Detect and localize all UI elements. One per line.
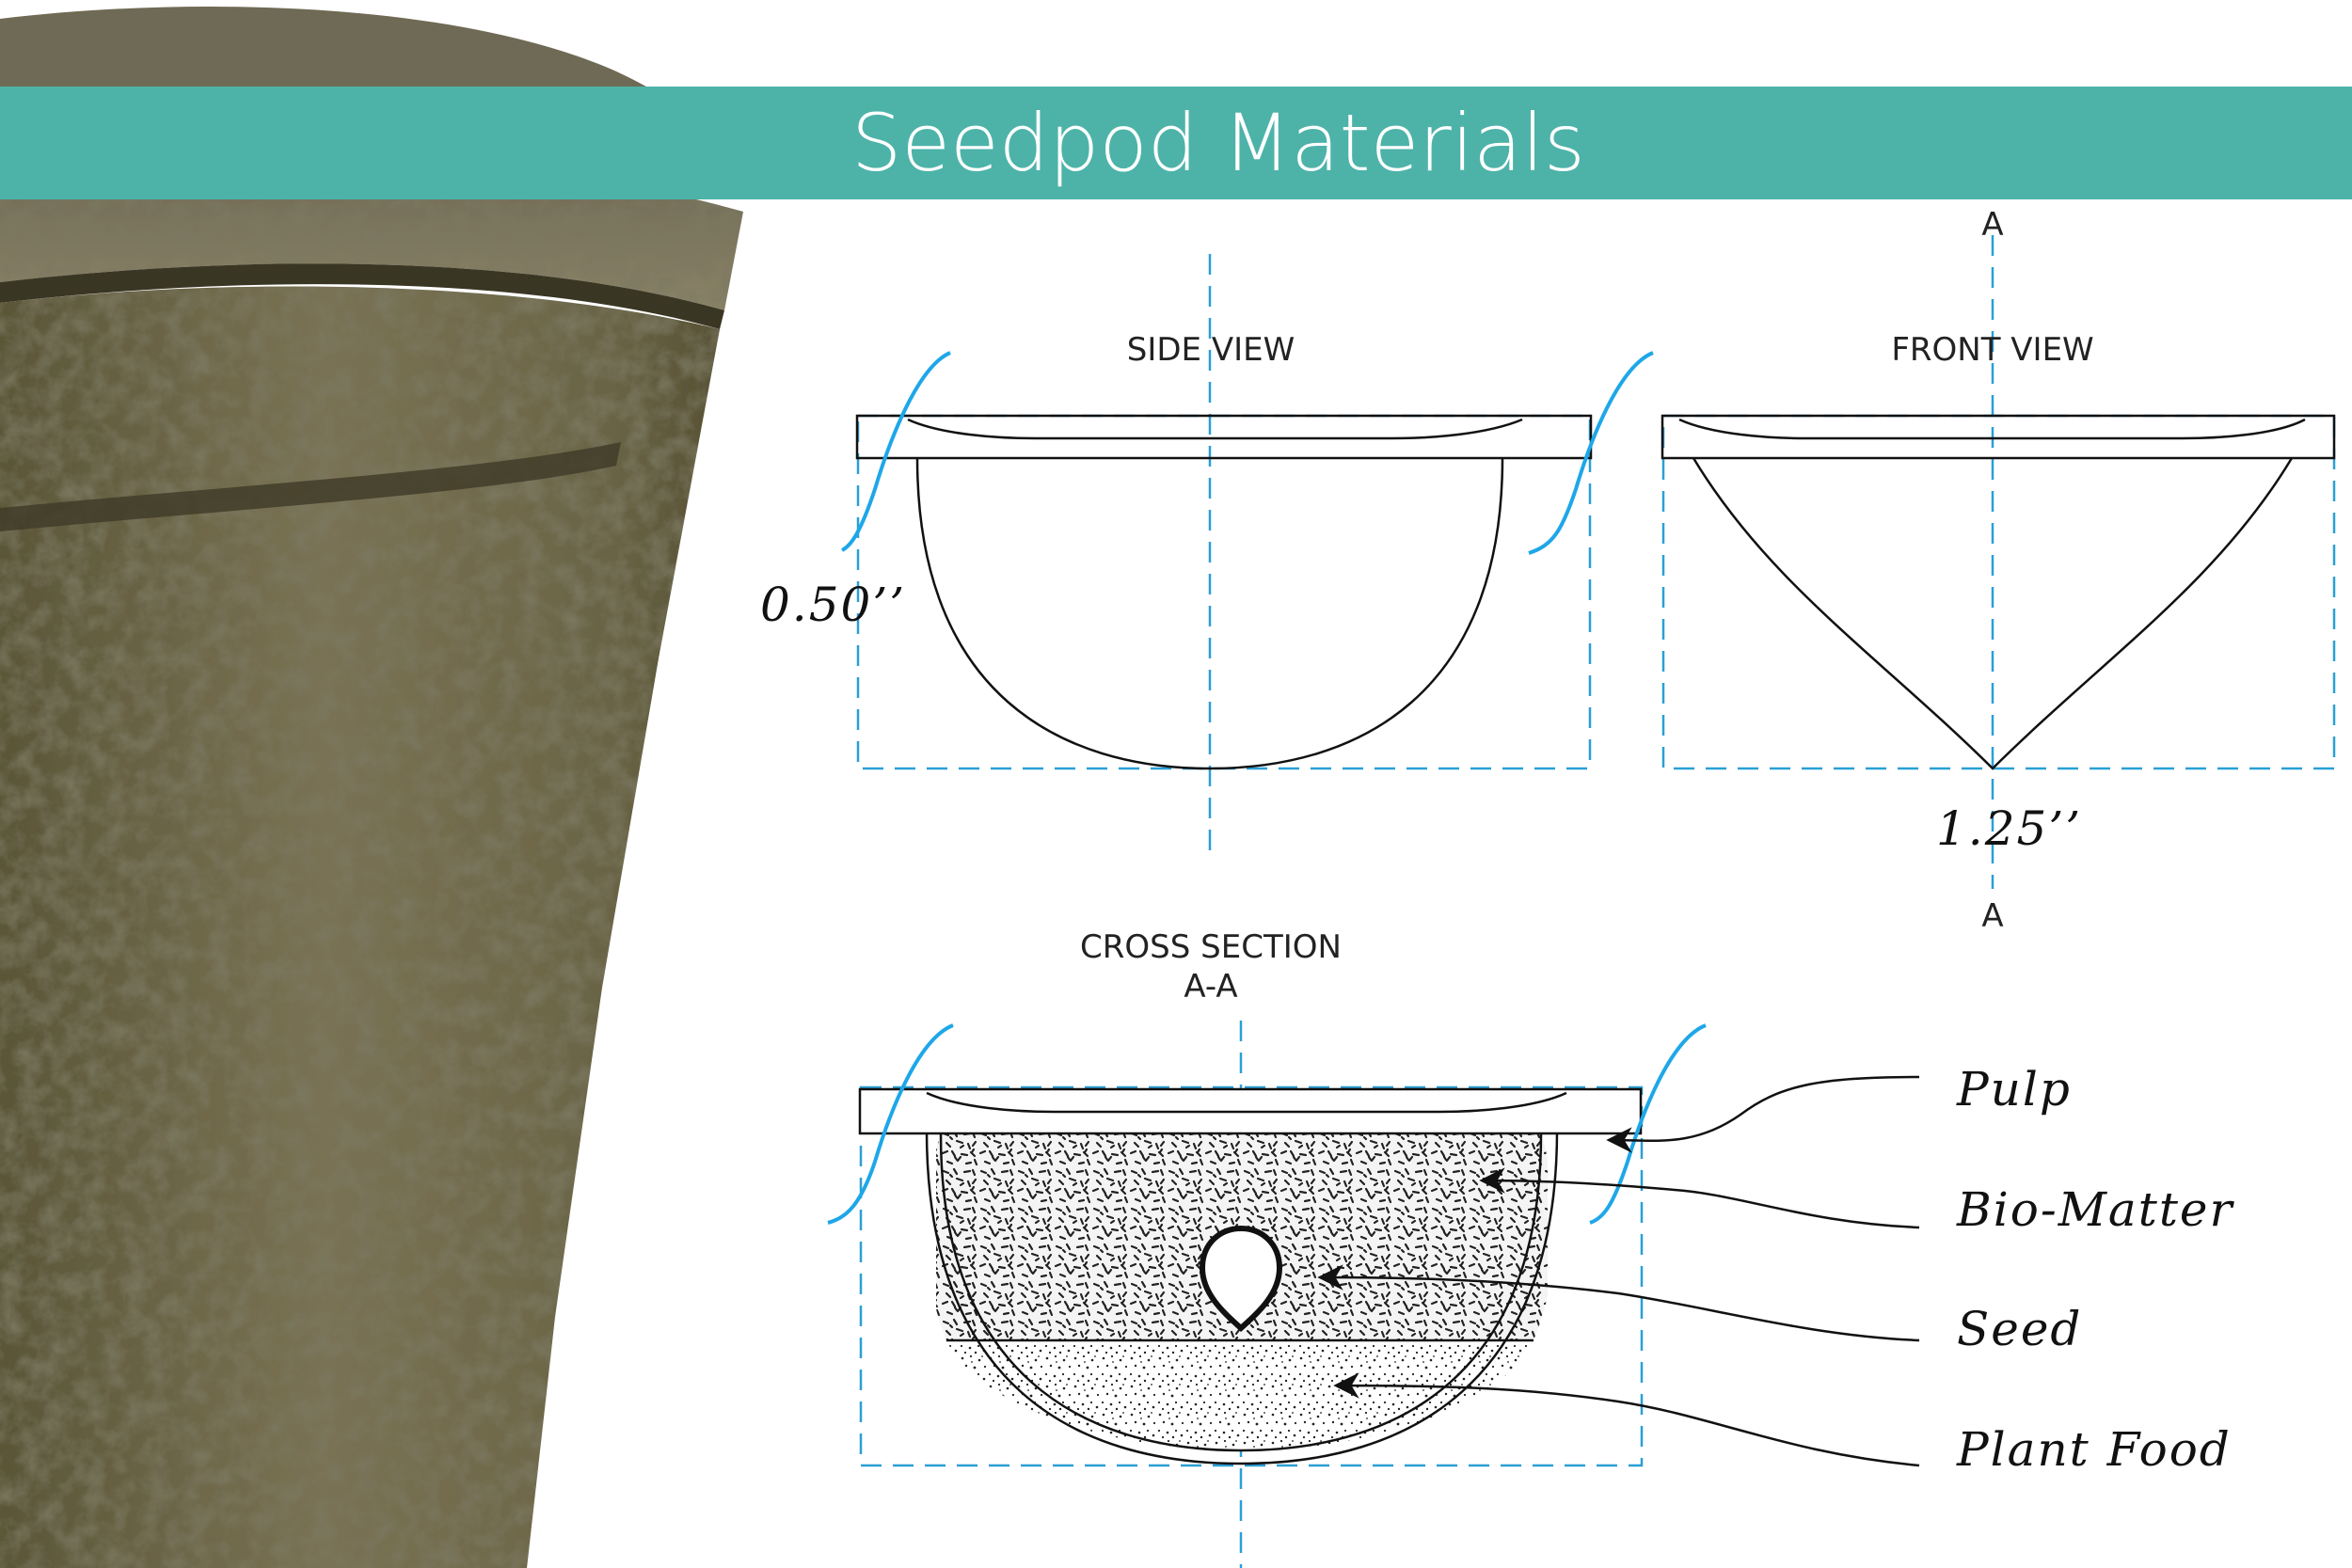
pot-rim-groove (0, 263, 724, 329)
title-banner (0, 87, 2352, 199)
front-view-pod-body (1692, 457, 2294, 770)
cross-section-inner-wall (939, 1133, 1543, 1452)
material-label-plant-food: Plant Food (1956, 1422, 2232, 1477)
depth-dimension: 0.50’’ (760, 578, 906, 632)
pot-ridge (0, 442, 621, 531)
side-view-bounding-box (856, 414, 1592, 770)
front-view-lid-recess (1678, 418, 2306, 440)
side-view-label: SIDE VIEW (1127, 331, 1295, 369)
plant-food-layer (946, 1340, 1534, 1450)
width-dimension: 1.25’’ (1936, 801, 2082, 856)
pot-body (0, 286, 720, 1568)
material-label-pulp: Pulp (1956, 1062, 2072, 1117)
side-view-lid-recess (907, 418, 1523, 440)
bio-matter-leader (1479, 1167, 1920, 1229)
side-view: SIDE VIEW 0.50’’ (760, 254, 1654, 851)
material-label-bio-matter: Bio-Matter (1956, 1182, 2235, 1237)
side-view-break-mark-left (840, 351, 951, 552)
section-mark-top: A (1981, 206, 2003, 244)
material-label-seed: Seed (1957, 1302, 2082, 1356)
cross-section-lid-recess (926, 1091, 1567, 1114)
seed-shape (1199, 1225, 1283, 1333)
front-view: FRONT VIEW A A 1.25’’ (1661, 206, 2336, 935)
cross-section-bounding-box (859, 1085, 1644, 1467)
seed-leader (1317, 1264, 1920, 1342)
section-mark-bottom: A (1981, 897, 2003, 935)
cross-section-sub-label: A-A (1184, 968, 1237, 1006)
front-view-bounding-box (1661, 414, 2336, 770)
side-view-pod-body (915, 457, 1504, 770)
material-callouts: Pulp Bio-Matter Seed Plant Food (1317, 1062, 2235, 1477)
front-view-label: FRONT VIEW (1891, 331, 2093, 369)
side-view-break-mark-right (1528, 351, 1654, 555)
cross-section: CROSS SECTION A-A (827, 928, 1707, 1568)
page-title: Seedpod Materials (851, 97, 1585, 189)
cross-section-label: CROSS SECTION (1080, 928, 1342, 966)
cross-section-outer-wall (925, 1130, 1559, 1465)
front-view-lid (1661, 414, 2336, 460)
side-view-lid (855, 414, 1593, 460)
pulp-leader (1606, 1075, 1920, 1153)
cross-section-break-mark-left (827, 1023, 954, 1225)
plant-food-leader (1333, 1372, 1920, 1467)
